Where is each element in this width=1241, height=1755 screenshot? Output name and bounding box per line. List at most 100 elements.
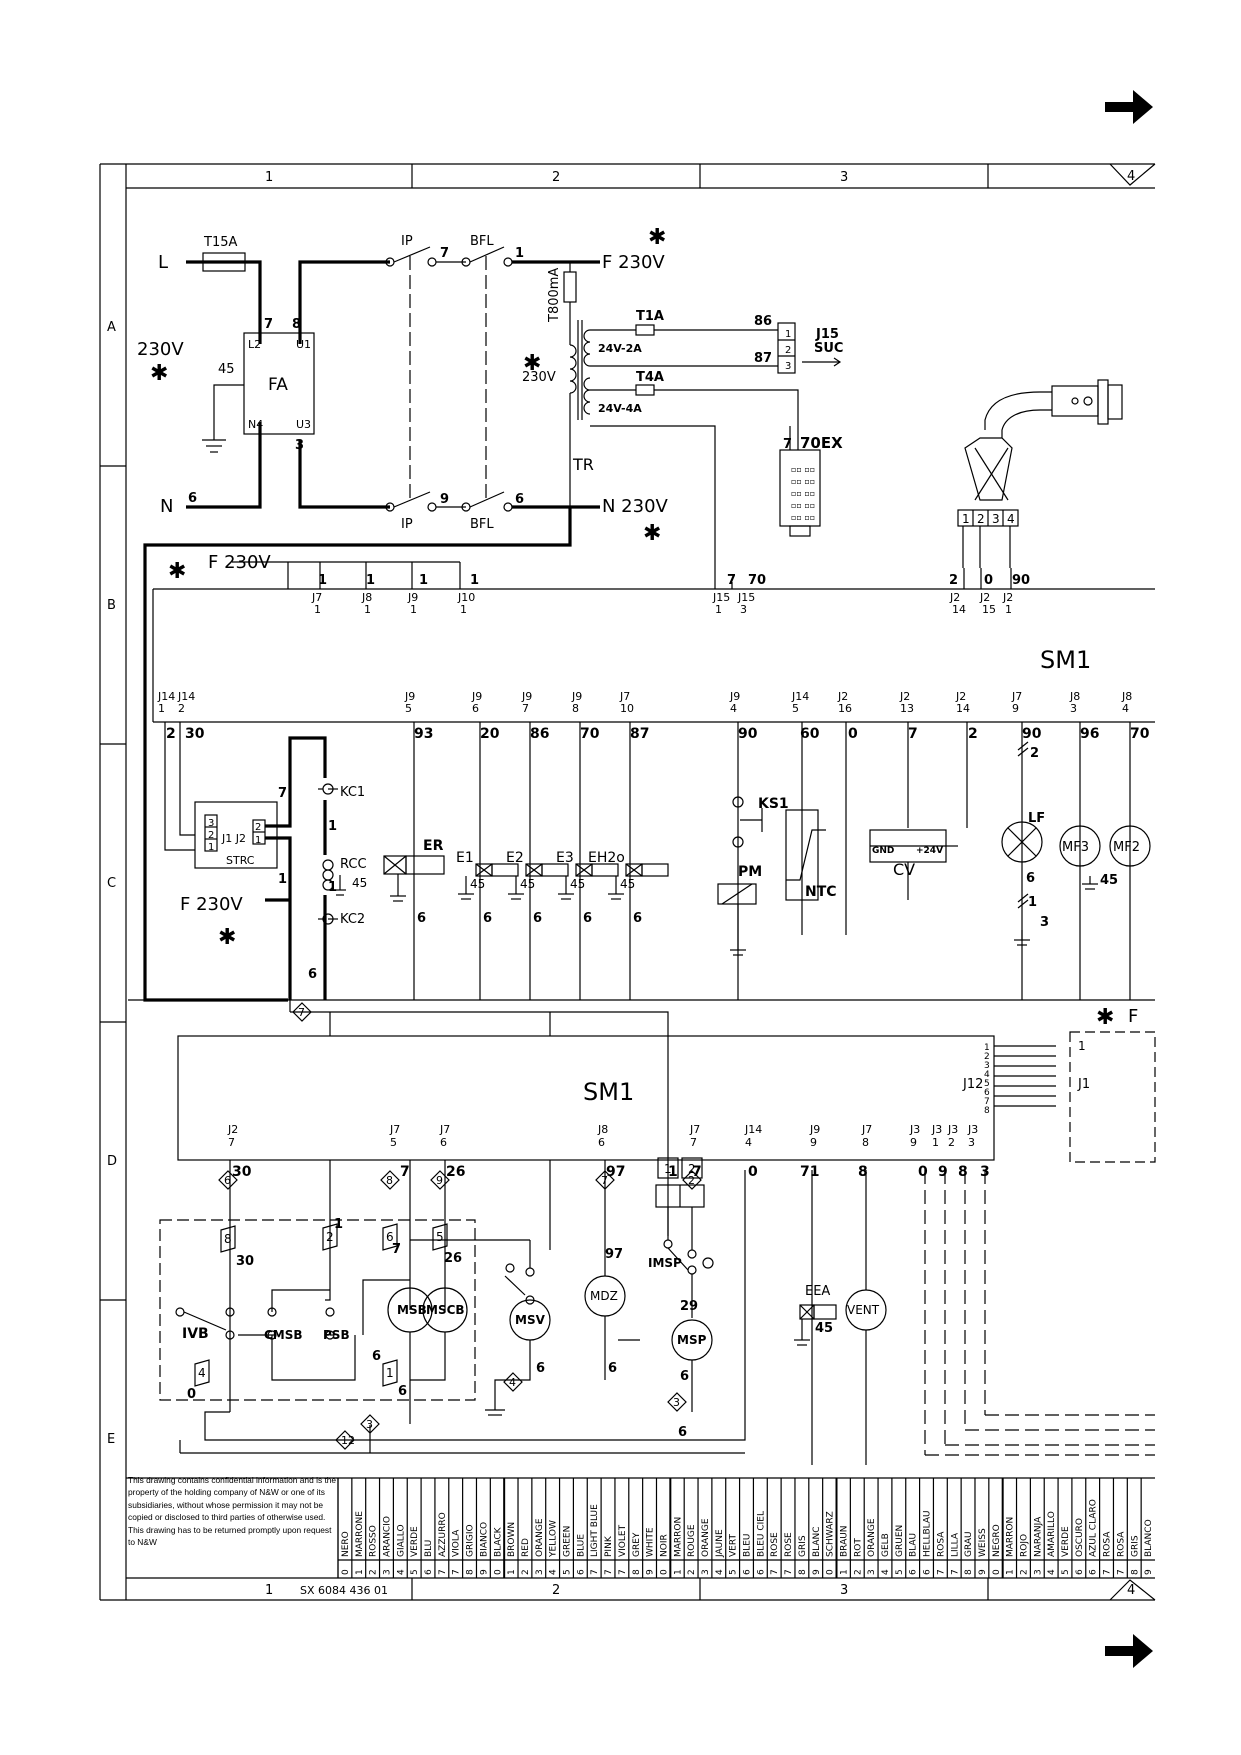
- wire-number: 86: [530, 726, 549, 742]
- color-code-name: ROSA: [1116, 1531, 1126, 1557]
- top-wire: 90: [1012, 573, 1030, 588]
- color-code-number: 2: [1019, 1569, 1029, 1575]
- pin-connector-label: J10: [457, 591, 475, 604]
- wire-number: 93: [414, 726, 433, 742]
- wire-1: 1: [328, 880, 337, 895]
- pin-connector-label: J2: [899, 690, 910, 703]
- color-code-number: 0: [826, 1569, 836, 1575]
- wire-number: 7: [908, 726, 918, 742]
- f-230v-label: F 230V: [180, 894, 243, 915]
- fan-vent-label: VENT: [847, 1303, 880, 1317]
- pin-number-label: 3: [1070, 702, 1077, 715]
- color-code-number: 5: [895, 1569, 905, 1575]
- wire-6: 6: [583, 911, 592, 926]
- pin-number-label: 5: [405, 702, 412, 715]
- pin-number-label: 3: [968, 1136, 975, 1149]
- wire-2: 2: [1030, 746, 1039, 761]
- wire-number: 7: [400, 1164, 410, 1180]
- motor-mdz-label: MDZ: [590, 1289, 618, 1303]
- wire-number: 30: [185, 726, 205, 742]
- pin-connector-label: J2: [1002, 591, 1013, 604]
- row-label-a: A: [107, 320, 116, 335]
- cv-24v-label: +24V: [916, 846, 943, 856]
- wire-label: 6: [372, 1349, 381, 1364]
- pin-connector-label: J9: [471, 690, 482, 703]
- pin-number-label: 4: [730, 702, 737, 715]
- wire-tag: [430, 1170, 450, 1190]
- j12-pin: 2: [984, 1052, 990, 1062]
- color-code-name: ROSA: [936, 1531, 946, 1557]
- pin-connector-label: J8: [1069, 690, 1080, 703]
- fuse-t800ma-label: T800mA: [547, 268, 562, 323]
- switch-ip-label: IP: [401, 234, 413, 249]
- wire-6: 6: [1026, 871, 1035, 886]
- pin-number-label: 5: [390, 1136, 397, 1149]
- color-code-name: PINK: [604, 1535, 614, 1557]
- j1-pin: 1: [1078, 1039, 1086, 1053]
- fuse-t4a-label: T4A: [636, 370, 664, 385]
- color-code-name: GRIS: [798, 1535, 808, 1557]
- star-marker: ✱: [643, 521, 661, 546]
- lamp-lf-label: LF: [1028, 811, 1045, 826]
- wire-tag-label: 9: [436, 1174, 443, 1187]
- top-wire: 7: [727, 573, 736, 588]
- pin-connector-label: J2: [227, 1123, 238, 1136]
- color-code-number: 8: [632, 1569, 642, 1575]
- color-code-name: BIANCO: [479, 1522, 489, 1557]
- color-code-name: LIGHT BLUE: [590, 1504, 600, 1557]
- heater-eh2o-label: EH2o: [588, 850, 625, 866]
- svg-text:▫▫ ▫▫: ▫▫ ▫▫: [791, 489, 815, 498]
- color-code-name: VERT: [729, 1534, 739, 1557]
- color-code-number: 5: [1061, 1569, 1071, 1575]
- svg-text:▫▫ ▫▫: ▫▫ ▫▫: [791, 477, 815, 486]
- wire-flag-label: 5: [436, 1230, 444, 1244]
- pin-number-label: 13: [900, 702, 914, 715]
- wire-6: 6: [188, 491, 197, 506]
- color-code-number: 6: [576, 1569, 586, 1575]
- wire-box-label: 1: [664, 1162, 672, 1176]
- wire-number: 71: [800, 1164, 819, 1180]
- pin-connector-label: J9: [407, 591, 418, 604]
- j12-pin: 4: [984, 1070, 990, 1080]
- star-marker: ✱: [1096, 1005, 1114, 1030]
- wire-label: 7: [392, 1242, 401, 1257]
- wire-label: 26: [444, 1251, 462, 1266]
- probe-pin-3: 3: [992, 512, 1000, 526]
- star-marker: ✱: [523, 351, 541, 376]
- probe-pin-1: 1: [962, 512, 970, 526]
- pin-connector-label: J3: [931, 1123, 942, 1136]
- star-marker: ✱: [218, 925, 236, 950]
- heater-er-label: ER: [423, 838, 444, 854]
- connector-j15-label: J15: [815, 327, 839, 342]
- wire-number: 2: [968, 726, 978, 742]
- color-code-number: 9: [812, 1569, 822, 1575]
- color-code-number: 7: [950, 1569, 960, 1575]
- color-code-number: 8: [798, 1569, 808, 1575]
- wire-number: 90: [738, 726, 758, 742]
- color-code-number: 7: [1103, 1569, 1113, 1575]
- col-label-3-bottom: 3: [840, 1583, 848, 1598]
- color-code-name: ROUGE: [687, 1524, 697, 1557]
- wire-tag: [360, 1414, 380, 1434]
- wire-number: 26: [446, 1164, 465, 1180]
- wire-number: 9: [938, 1164, 948, 1180]
- line-n-label: N: [160, 496, 173, 517]
- color-code-number: 4: [715, 1569, 725, 1575]
- color-code-number: 1: [355, 1569, 365, 1575]
- secondary-24v-2a: 24V-2A: [598, 342, 642, 355]
- color-code-name: BLU: [424, 1540, 434, 1557]
- probe-pin-2: 2: [977, 512, 985, 526]
- confidentiality-text: This drawing contains confidential infor…: [128, 1475, 337, 1548]
- color-code-number: 9: [479, 1569, 489, 1575]
- wire-box-tag: [681, 1157, 703, 1179]
- color-code-number: 5: [563, 1569, 573, 1575]
- supply-voltage-label: 230V: [137, 339, 184, 360]
- j12-pin: 1: [984, 1043, 990, 1053]
- pin-number-label: 1: [158, 702, 165, 715]
- color-code-number: 7: [784, 1569, 794, 1575]
- color-code-name: GRIS: [1130, 1535, 1140, 1557]
- j12-pin: 5: [984, 1079, 990, 1089]
- color-code-number: 2: [687, 1569, 697, 1575]
- pump-pm-label: PM: [738, 864, 762, 880]
- top-wire: 1: [470, 573, 479, 588]
